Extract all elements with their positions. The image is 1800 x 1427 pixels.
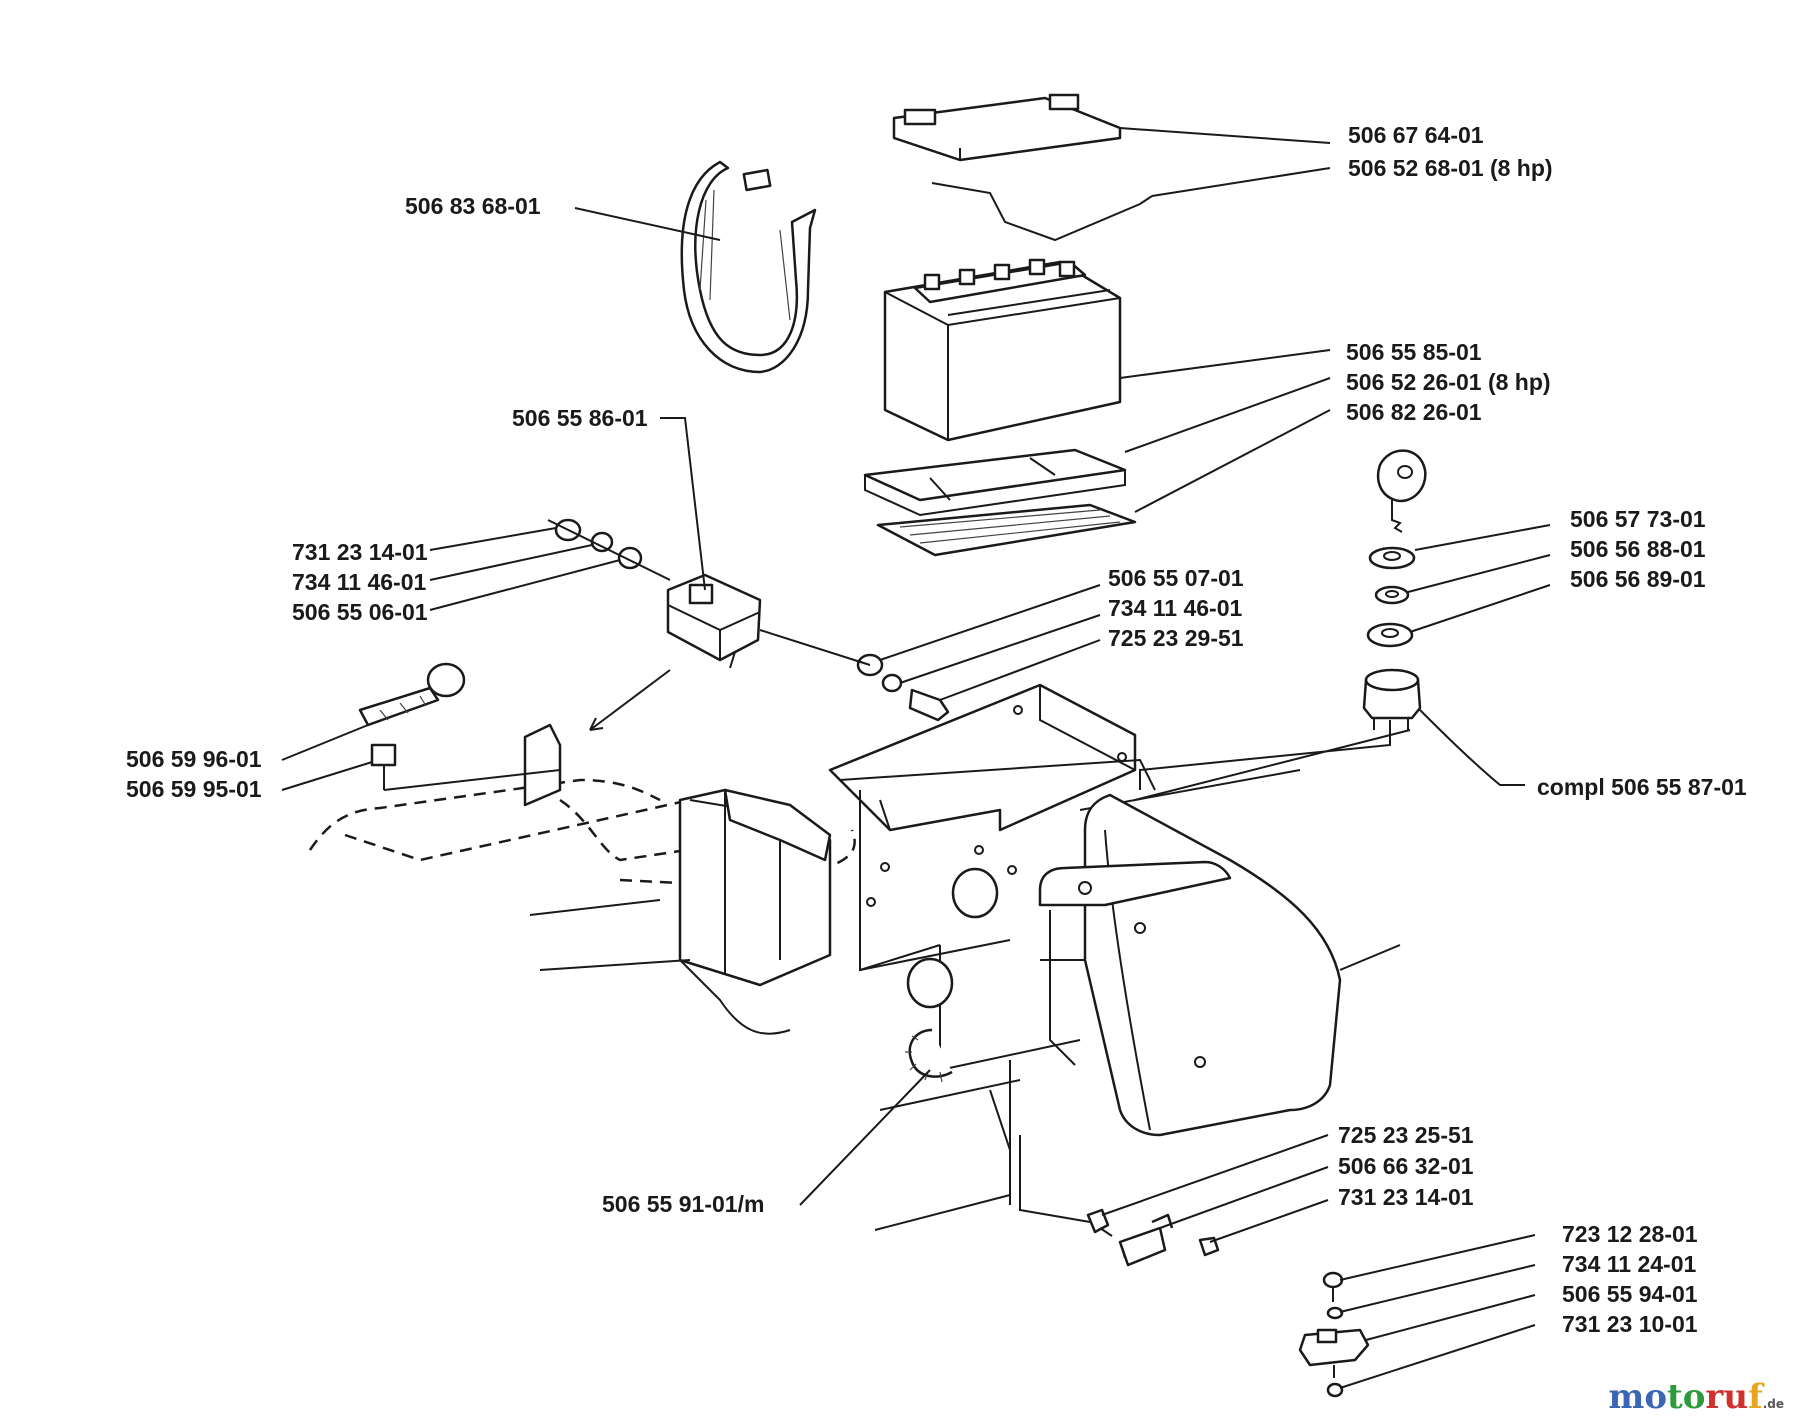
battery-mat-part xyxy=(876,503,1137,557)
label-grommet: 506 55 91-01/m xyxy=(602,1191,764,1217)
key-ring-part xyxy=(1368,546,1416,570)
battery-tray-part xyxy=(863,448,1127,517)
label-ignition-switch: compl 506 55 87-01 xyxy=(1537,774,1747,800)
label-clip: 506 66 32-01 xyxy=(1338,1153,1474,1179)
label-nut-bottom: 731 23 14-01 xyxy=(1338,1184,1474,1210)
relay-part xyxy=(666,573,762,669)
bracket-8hp-part xyxy=(931,182,1153,242)
label-battery-mat: 506 82 26-01 xyxy=(1346,399,1482,425)
label-spacer-right: 506 55 07-01 xyxy=(1108,565,1244,591)
label-battery: 506 55 85-01 xyxy=(1346,339,1482,365)
label-tray-cover: 506 67 64-01 xyxy=(1348,122,1484,148)
right-fasteners-part xyxy=(759,629,950,722)
label-battery-tray-8hp: 506 52 26-01 (8 hp) xyxy=(1346,369,1551,395)
label-strap: 506 83 68-01 xyxy=(405,193,541,219)
chassis-part xyxy=(308,683,1411,1231)
label-tray-cover-8hp: 506 52 68-01 (8 hp) xyxy=(1348,155,1553,181)
bottom-fasteners-part xyxy=(1086,1208,1220,1267)
ignition-switch-part xyxy=(1362,668,1422,732)
label-washer-right: 734 11 46-01 xyxy=(1108,595,1243,621)
label-relay: 506 55 86-01 xyxy=(512,405,648,431)
label-nut-switch: 731 23 10-01 xyxy=(1562,1311,1698,1337)
battery-part xyxy=(883,258,1122,442)
watermark-logo: motoruf.de xyxy=(1608,1377,1784,1417)
label-switch-plate: 506 55 94-01 xyxy=(1562,1281,1698,1307)
label-choke-knob: 506 59 95-01 xyxy=(126,776,262,802)
label-washer-switch: 734 11 24-01 xyxy=(1562,1251,1697,1277)
label-screw-switch: 723 12 28-01 xyxy=(1562,1221,1698,1247)
leader-lines xyxy=(281,127,1551,1389)
choke-lever-part xyxy=(358,662,466,790)
switch-assembly-part xyxy=(1298,1271,1370,1398)
label-washer-left: 734 11 46-01 xyxy=(292,569,427,595)
label-spacer-left: 506 55 06-01 xyxy=(292,599,428,625)
strap-part xyxy=(680,160,817,374)
label-key: 506 57 73-01 xyxy=(1570,506,1706,532)
label-screw-right: 725 23 29-51 xyxy=(1108,625,1244,651)
label-nut-left: 731 23 14-01 xyxy=(292,539,428,565)
label-choke-lever: 506 59 96-01 xyxy=(126,746,262,772)
key-nut-part xyxy=(1374,585,1410,605)
label-screw-bottom: 725 23 25-51 xyxy=(1338,1122,1474,1148)
grommet-part xyxy=(905,1028,953,1083)
key-washer-part xyxy=(1366,622,1414,648)
part-labels: 506 67 64-01 506 52 68-01 (8 hp) 506 83 … xyxy=(126,122,1747,1337)
left-fasteners-part xyxy=(547,518,671,581)
battery-cover-part xyxy=(892,93,1122,162)
fuel-tank-part xyxy=(1038,793,1342,1137)
label-key-nut: 506 56 89-01 xyxy=(1570,566,1706,592)
ignition-key-part xyxy=(1376,449,1427,533)
label-key-ring: 506 56 88-01 xyxy=(1570,536,1706,562)
